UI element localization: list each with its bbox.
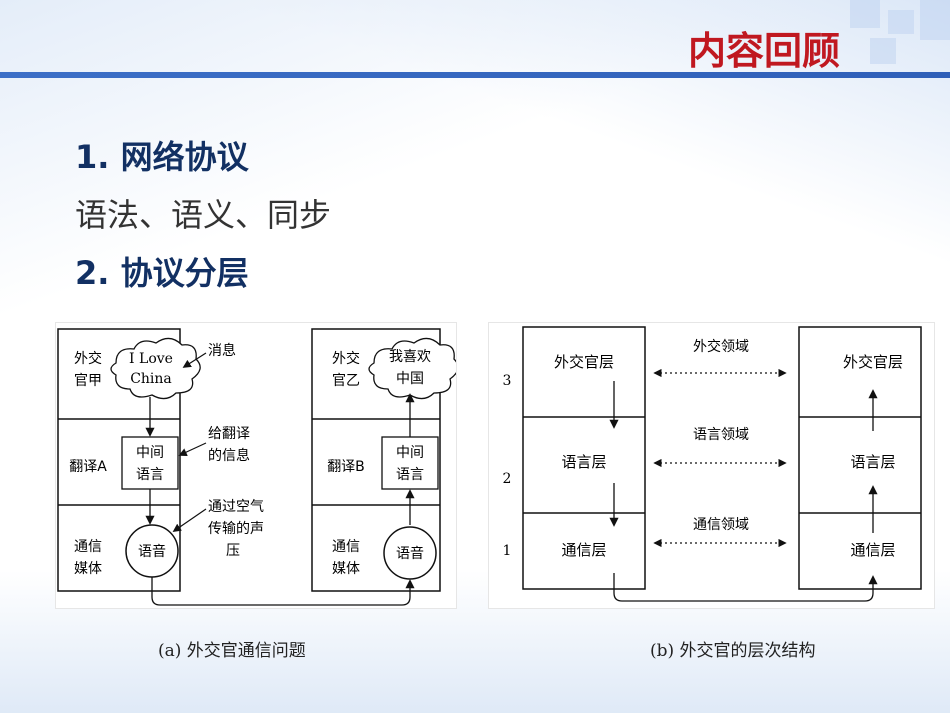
right-box (381, 436, 439, 490)
outline-item-1: 1. 网络协议 (75, 138, 249, 176)
left-box (121, 436, 179, 490)
note-translate-2: 的信息 (208, 447, 250, 464)
left-cloud-text-2: China (130, 371, 172, 387)
diagram-a-caption: (a) 外交官通信问题 (158, 641, 306, 661)
right-stack-frame (311, 328, 441, 592)
decorative-blocks (830, 0, 950, 80)
left-mid-label: 翻译A (69, 459, 107, 475)
note-air-1: 通过空气 (208, 499, 264, 515)
right-layer-top: 外交官层 (843, 353, 903, 371)
right-cloud-text-1: 我喜欢 (389, 349, 431, 365)
left-top-label-2: 官甲 (74, 373, 102, 389)
layer-transmission-path (613, 573, 878, 602)
left-cloud-text-1: I Love (129, 351, 173, 367)
left-layer-stack (522, 326, 646, 590)
right-box-text-2: 语言 (396, 467, 424, 483)
right-layer-mid: 语言层 (850, 453, 895, 471)
layer-number-3: 3 (503, 373, 512, 389)
left-stack-frame (57, 328, 181, 592)
outline-item-2: 2. 协议分层 (75, 254, 249, 292)
domain-communication: 通信领域 (693, 517, 749, 533)
left-layer-bottom: 通信层 (561, 541, 606, 559)
layer-number-1: 1 (503, 543, 512, 559)
domain-diplomat: 外交领域 (693, 338, 749, 355)
right-cloud (368, 337, 459, 400)
diagram-b-caption: (b) 外交官的层次结构 (650, 641, 816, 661)
right-box-text-1: 中间 (396, 445, 424, 461)
right-circle (383, 526, 437, 580)
right-cloud-text-2: 中国 (396, 371, 424, 387)
right-circle-text: 语音 (396, 545, 424, 562)
left-box-text-2: 语言 (136, 467, 164, 483)
diagram-a-panel: 外交 官甲 I Love China 翻译A 中间 语言 通信 媒体 语音 消息… (55, 322, 459, 609)
left-circle-text: 语音 (138, 543, 166, 560)
diagram-b: 3 2 1 外交官层 语言层 通信层 外交官层 语言层 通信层 外交领域 语言领… (503, 326, 922, 602)
right-top-label-1: 外交 (332, 350, 360, 367)
right-layer-bottom: 通信层 (850, 541, 895, 559)
domain-language: 语言领域 (693, 427, 749, 443)
left-bottom-label-1: 通信 (74, 539, 102, 555)
left-layer-top: 外交官层 (554, 353, 614, 371)
page-title: 内容回顾 (687, 28, 840, 73)
diagram-a: 外交 官甲 I Love China 翻译A 中间 语言 通信 媒体 语音 消息… (57, 328, 459, 606)
right-layer-stack (798, 326, 922, 590)
right-mid-label: 翻译B (327, 459, 365, 475)
left-bottom-label-2: 媒体 (74, 561, 102, 577)
left-top-label-1: 外交 (74, 350, 102, 367)
transmission-path (151, 577, 415, 606)
left-box-text-1: 中间 (136, 445, 164, 461)
right-bottom-label-2: 媒体 (332, 561, 360, 577)
outline: 1. 网络协议 语法、语义、同步 2. 协议分层 (75, 128, 331, 302)
note-air-2: 传输的声 (208, 521, 264, 537)
left-layer-mid: 语言层 (561, 453, 606, 471)
title-divider (0, 72, 950, 78)
note-translate-1: 给翻译 (208, 426, 250, 442)
note-message: 消息 (208, 342, 236, 359)
layer-number-2: 2 (503, 471, 512, 487)
right-top-label-2: 官乙 (332, 373, 360, 389)
right-bottom-label-1: 通信 (332, 539, 360, 555)
left-cloud (110, 337, 201, 400)
diagram-b-panel: 3 2 1 外交官层 语言层 通信层 外交官层 语言层 通信层 外交领域 语言领… (488, 322, 935, 609)
outline-item-subtext: 语法、语义、同步 (75, 196, 332, 234)
note-air-3: 压 (226, 543, 240, 559)
